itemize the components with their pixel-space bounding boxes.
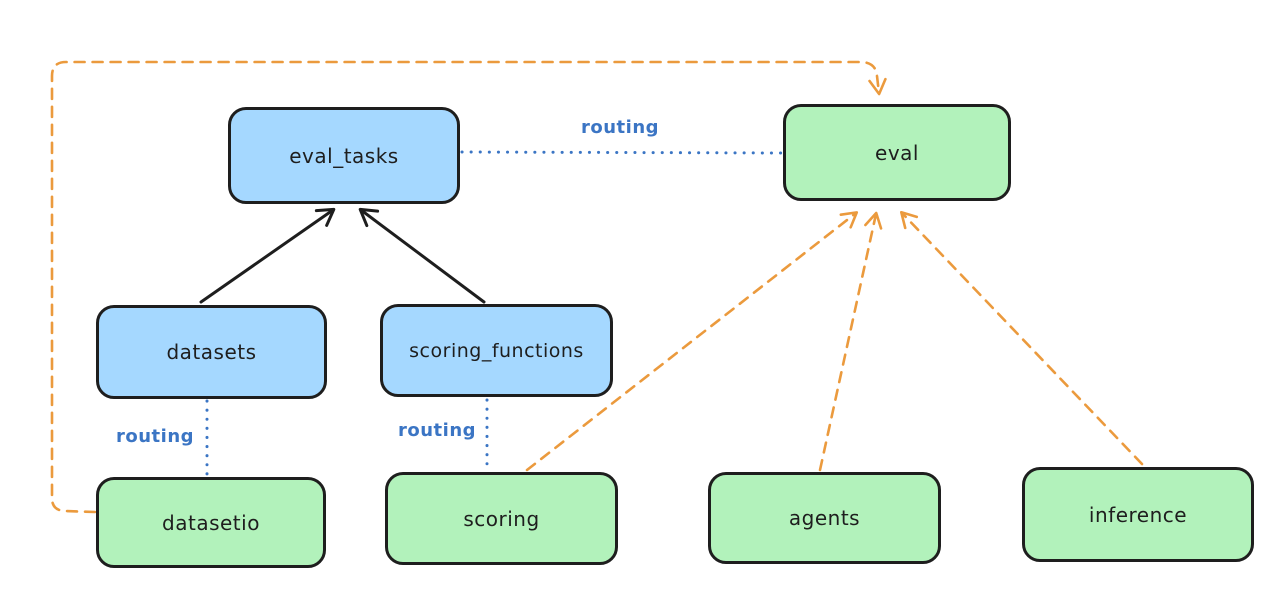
edge-scoring-functions-to-eval-tasks-arrow xyxy=(358,207,486,304)
node-datasetio-label: datasetio xyxy=(162,510,260,535)
edge-inference-to-eval-dashed-arrow xyxy=(900,210,1144,466)
node-eval-label: eval xyxy=(875,140,919,165)
node-agents-label: agents xyxy=(788,506,861,530)
node-eval-tasks: eval_tasks xyxy=(228,107,460,204)
node-eval: eval xyxy=(783,104,1011,201)
node-inference: inference xyxy=(1022,467,1254,562)
node-datasets: datasets xyxy=(96,305,327,399)
node-scoring-functions-label: scoring_functions xyxy=(409,339,584,362)
edge-datasets-to-eval-tasks-arrow xyxy=(199,207,336,304)
edge-label-routing-scoring-functions-scoring: routing xyxy=(397,420,477,441)
edge-label-routing-eval-tasks-eval: routing xyxy=(580,117,660,138)
edge-agents-to-eval-dashed-arrow xyxy=(818,211,883,472)
node-agents: agents xyxy=(708,472,941,564)
node-eval-tasks-label: eval_tasks xyxy=(289,143,399,168)
node-inference-label: inference xyxy=(1088,502,1188,527)
node-datasetio: datasetio xyxy=(96,477,326,568)
node-scoring-functions: scoring_functions xyxy=(380,304,613,397)
node-scoring: scoring xyxy=(385,472,618,565)
node-datasets-label: datasets xyxy=(166,340,257,364)
edge-scoring-to-eval-dashed-arrow xyxy=(525,211,859,472)
node-scoring-label: scoring xyxy=(463,506,540,531)
edge-datasetio-to-eval-dashed-arrow xyxy=(50,60,887,514)
edge-label-routing-datasets-datasetio: routing xyxy=(115,426,195,447)
edge-eval-tasks-to-eval-dotted xyxy=(460,150,783,155)
